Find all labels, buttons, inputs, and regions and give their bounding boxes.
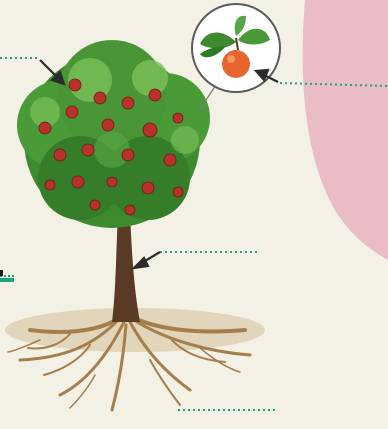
left-edge-mark [0, 278, 14, 282]
left-edge-mark-dark [0, 270, 3, 276]
zoom-fruit-icon [192, 4, 280, 92]
pink-blob-shape [303, 0, 388, 260]
